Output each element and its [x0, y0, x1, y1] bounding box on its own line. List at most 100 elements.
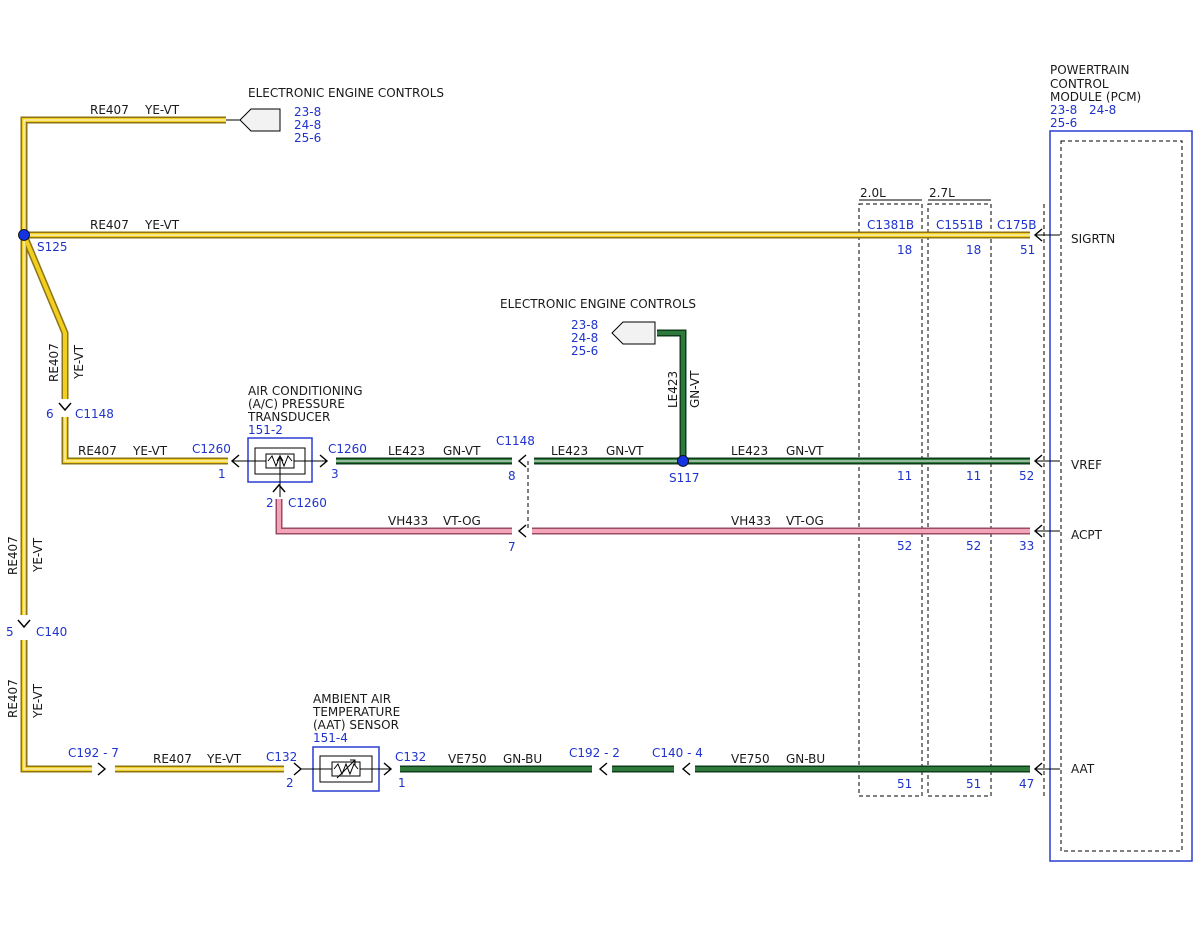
- pin-1-c132: 1: [398, 776, 406, 790]
- eec-top-connector[interactable]: ELECTRONIC ENGINE CONTROLS 23-8 24-8 25-…: [226, 86, 444, 145]
- pcm-title-line3: MODULE (PCM): [1050, 90, 1141, 104]
- engine-variant-boxes: 2.0L 2.7L: [858, 186, 1045, 797]
- connector-labels: C1381B C1551B C175B C1148 C1260 C1260 C1…: [36, 218, 1037, 764]
- pin-51-c175b: 51: [1020, 243, 1035, 257]
- pin-1-c1260: 1: [218, 467, 226, 481]
- aat-sensor-ref[interactable]: 151-4: [313, 731, 348, 745]
- wire-label-le423-b: LE423: [551, 444, 588, 458]
- wire-label-le423-c: LE423: [731, 444, 768, 458]
- connector-c192-2[interactable]: C192 - 2: [569, 746, 620, 760]
- pin-18-c1381b: 18: [897, 243, 912, 257]
- wire-label-yevt-left2: YE-VT: [31, 683, 45, 719]
- pin-52-c1381b: 52: [897, 539, 912, 553]
- wire-label-gnbu-a: GN-BU: [503, 752, 542, 766]
- pin-47-c175b: 47: [1019, 777, 1034, 791]
- pcm-ref-25-6[interactable]: 25-6: [1050, 116, 1077, 130]
- pcm-pin-sigrtn: SIGRTN: [1071, 232, 1115, 246]
- connector-c192-7[interactable]: C192 - 7: [68, 746, 119, 760]
- aat-sensor[interactable]: AMBIENT AIR TEMPERATURE (AAT) SENSOR 151…: [301, 692, 400, 792]
- pin-18-c1551b: 18: [966, 243, 981, 257]
- pin-7-c1148: 7: [508, 540, 516, 554]
- connector-c132-left[interactable]: C132: [266, 750, 297, 764]
- wire-le423-gn-vt: [336, 329, 1030, 465]
- wire-label-ve750-a: VE750: [448, 752, 487, 766]
- wire-label-re407-sigrtn: RE407: [90, 218, 129, 232]
- eec-mid-ref-24-8[interactable]: 24-8: [571, 331, 598, 345]
- eec-mid-ref-25-6[interactable]: 25-6: [571, 344, 598, 358]
- connector-c175b[interactable]: C175B: [997, 218, 1037, 232]
- eec-top-ref-23-8[interactable]: 23-8: [294, 105, 321, 119]
- pin-51-c1551b: 51: [966, 777, 981, 791]
- wire-label-vtog-b: VT-OG: [786, 514, 824, 528]
- wire-label-vtog-a: VT-OG: [443, 514, 481, 528]
- pcm-pin-aat: AAT: [1071, 762, 1095, 776]
- pin-52-c1551b: 52: [966, 539, 981, 553]
- wire-vh433-vt-og: [275, 499, 1030, 535]
- pcm-pin-acpt: ACPT: [1071, 528, 1103, 542]
- wire-label-yevt-aat: YE-VT: [206, 752, 242, 766]
- pin-2-c1260: 2: [266, 496, 274, 510]
- connector-c1148-right[interactable]: C1148: [496, 434, 535, 448]
- wire-label-yevt-top: YE-VT: [144, 103, 180, 117]
- wire-re407-ye-vt: [20, 116, 1030, 773]
- eec-top-title: ELECTRONIC ENGINE CONTROLS: [248, 86, 444, 100]
- splice-s125-label: S125: [37, 240, 68, 254]
- connector-c1260-left[interactable]: C1260: [192, 442, 231, 456]
- connector-c140[interactable]: C140: [36, 625, 67, 639]
- wire-label-re407-left1: RE407: [6, 536, 20, 575]
- wire-label-yevt-diag: YE-VT: [72, 344, 86, 380]
- pin-6-c1148: 6: [46, 407, 54, 421]
- pin-3-c1260: 3: [331, 467, 339, 481]
- connector-c1551b[interactable]: C1551B: [936, 218, 983, 232]
- variant-2-7l-label: 2.7L: [929, 186, 955, 200]
- splice-s117-dot[interactable]: [677, 455, 689, 467]
- ac-sensor-title-line1: AIR CONDITIONING: [248, 384, 363, 398]
- aat-sensor-title-line2: TEMPERATURE: [312, 705, 400, 719]
- aat-sensor-title-line1: AMBIENT AIR: [313, 692, 391, 706]
- connector-c140-4[interactable]: C140 - 4: [652, 746, 703, 760]
- pin-numbers: 18 18 51 11 11 52 52 52 33 51 51 47 6 5 …: [6, 243, 1035, 791]
- eec-top-ref-25-6[interactable]: 25-6: [294, 131, 321, 145]
- pcm-module: POWERTRAIN CONTROL MODULE (PCM) 23-8 24-…: [1049, 63, 1193, 862]
- connector-c1260-right[interactable]: C1260: [328, 442, 367, 456]
- eec-mid-ref-23-8[interactable]: 23-8: [571, 318, 598, 332]
- eec-mid-connector[interactable]: ELECTRONIC ENGINE CONTROLS 23-8 24-8 25-…: [500, 297, 696, 358]
- variant-2-0l-label: 2.0L: [860, 186, 886, 200]
- connector-c132-right[interactable]: C132: [395, 750, 426, 764]
- connector-c1148-vert[interactable]: C1148: [75, 407, 114, 421]
- connector-c1260-bottom[interactable]: C1260: [288, 496, 327, 510]
- pin-11-c1551b: 11: [966, 469, 981, 483]
- pcm-title-line1: POWERTRAIN: [1050, 63, 1130, 77]
- splice-s125-dot[interactable]: [18, 229, 30, 241]
- wire-label-gnvt-c: GN-VT: [786, 444, 824, 458]
- connector-c1381b[interactable]: C1381B: [867, 218, 914, 232]
- eec-top-ref-24-8[interactable]: 24-8: [294, 118, 321, 132]
- wire-label-gnvt-vert: GN-VT: [688, 370, 702, 408]
- pin-51-c1381b: 51: [897, 777, 912, 791]
- wire-label-yevt-ac: YE-VT: [132, 444, 168, 458]
- pcm-ref-24-8[interactable]: 24-8: [1089, 103, 1116, 117]
- eec-mid-title: ELECTRONIC ENGINE CONTROLS: [500, 297, 696, 311]
- pcm-ref-23-8[interactable]: 23-8: [1050, 103, 1077, 117]
- wire-labels: RE407 YE-VT RE407 YE-VT RE407 YE-VT RE40…: [6, 103, 825, 766]
- pin-5-c140: 5: [6, 625, 14, 639]
- wire-label-le423-vert: LE423: [666, 371, 680, 408]
- ac-sensor-title-line2: (A/C) PRESSURE: [248, 397, 345, 411]
- wire-label-le423-a: LE423: [388, 444, 425, 458]
- wire-label-re407-aat: RE407: [153, 752, 192, 766]
- pin-52-c175b: 52: [1019, 469, 1034, 483]
- wire-label-gnvt-b: GN-VT: [606, 444, 644, 458]
- wire-label-ve750-b: VE750: [731, 752, 770, 766]
- ac-sensor-ref[interactable]: 151-2: [248, 423, 283, 437]
- wire-label-yevt-sigrtn: YE-VT: [144, 218, 180, 232]
- wire-label-vh433-b: VH433: [731, 514, 771, 528]
- ac-pressure-transducer[interactable]: AIR CONDITIONING (A/C) PRESSURE TRANSDUC…: [232, 384, 363, 497]
- wire-label-yevt-left1: YE-VT: [31, 537, 45, 573]
- pcm-pin-vref: VREF: [1071, 458, 1102, 472]
- pcm-title-line2: CONTROL: [1050, 77, 1109, 91]
- aat-sensor-title-line3: (AAT) SENSOR: [313, 718, 399, 732]
- wire-label-gnbu-b: GN-BU: [786, 752, 825, 766]
- wire-label-re407-top: RE407: [90, 103, 129, 117]
- wire-label-re407-ac: RE407: [78, 444, 117, 458]
- ac-sensor-title-line3: TRANSDUCER: [247, 410, 330, 424]
